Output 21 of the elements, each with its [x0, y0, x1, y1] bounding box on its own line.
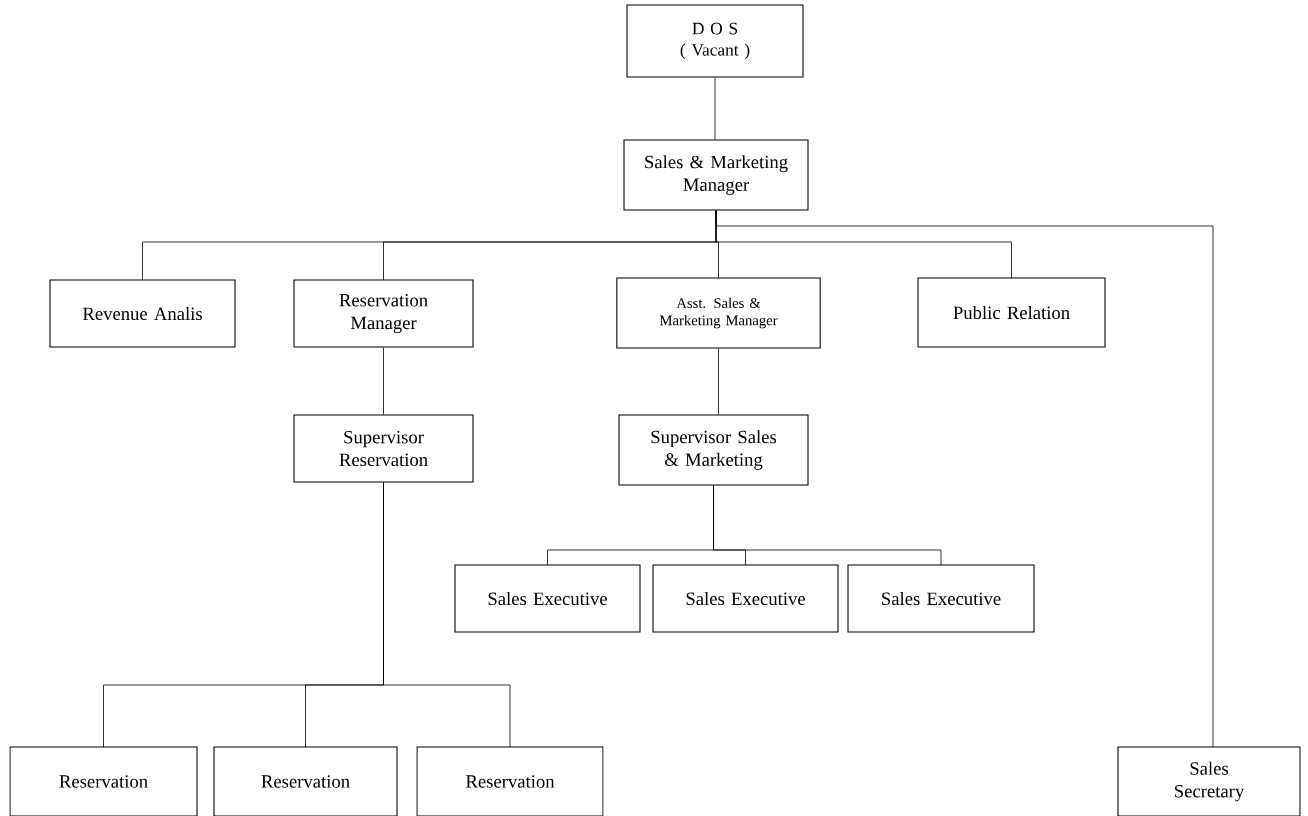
- org-box: D O S ( Vacant ): [626, 4, 804, 78]
- org-box: Asst. Sales & Marketing Manager: [616, 277, 821, 349]
- connector-line: [713, 485, 942, 566]
- org-box: Revenue Analis: [49, 279, 236, 348]
- org-box: Public Relation: [917, 277, 1106, 348]
- org-box: Sales & Marketing Manager: [623, 139, 809, 211]
- org-box: Reservation Manager: [293, 279, 474, 348]
- connector-line: [383, 482, 511, 748]
- org-box: Sales Executive: [652, 564, 839, 633]
- org-box: Reservation: [416, 746, 604, 816]
- org-box: Supervisor Sales & Marketing: [618, 414, 809, 486]
- connector-line: [383, 347, 384, 415]
- connector-line: [714, 77, 716, 140]
- org-box: Supervisor Reservation: [293, 414, 474, 483]
- org-box: Sales Executive: [454, 564, 641, 633]
- org-box: Reservation: [9, 746, 198, 816]
- org-box: Sales Executive: [847, 564, 1035, 633]
- connector-line: [718, 348, 719, 415]
- org-box: Reservation: [213, 746, 398, 816]
- org-box: Sales Secretary: [1117, 746, 1301, 816]
- connector-line: [715, 210, 1214, 748]
